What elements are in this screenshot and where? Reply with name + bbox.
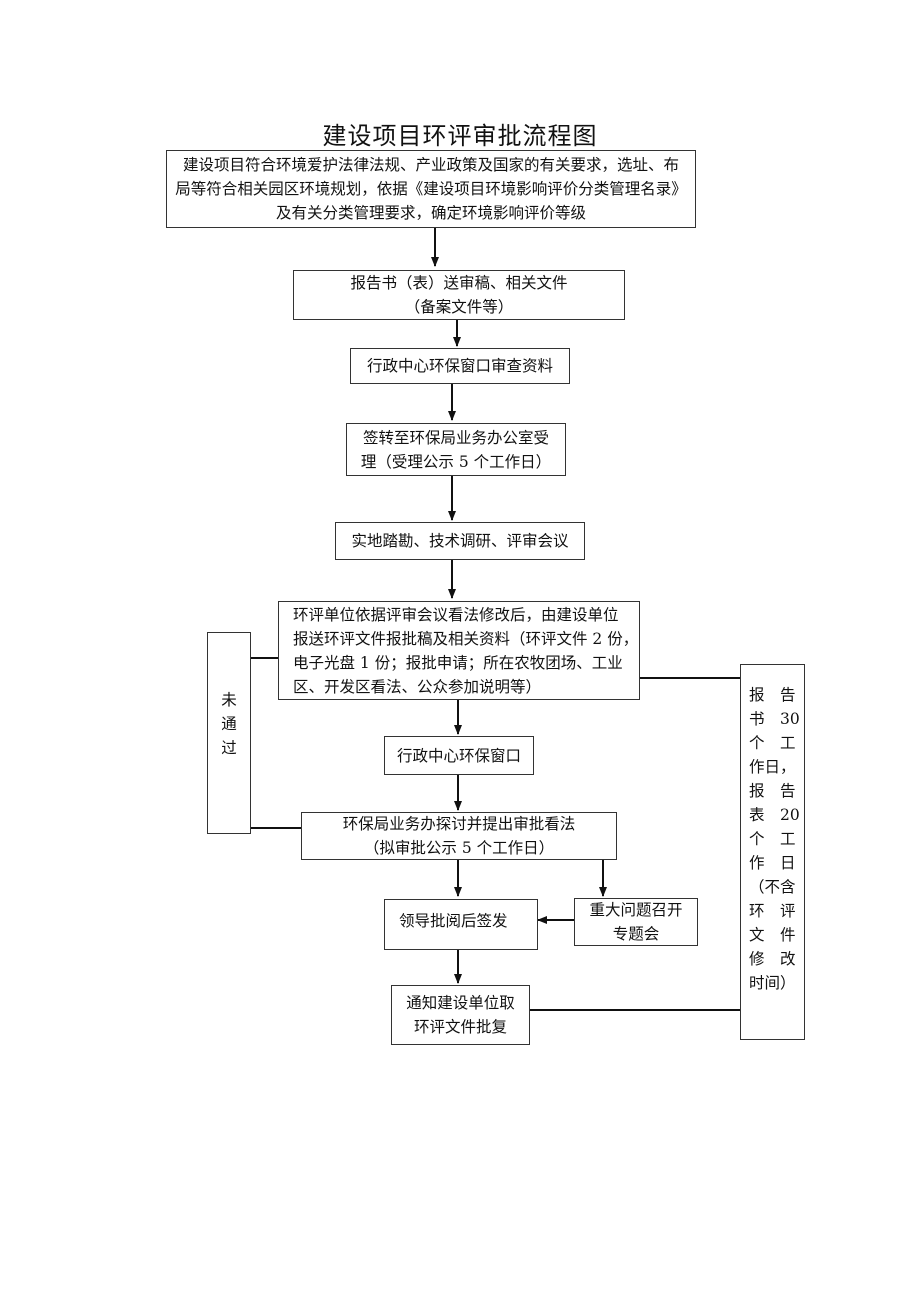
page-title: 建设项目环评审批流程图 xyxy=(322,122,598,150)
time-limit-char: 20 xyxy=(780,806,800,824)
time-limit-char: 作日， xyxy=(749,758,796,776)
time-limit-char: 环 xyxy=(749,902,765,920)
time-limit-char: 报 xyxy=(749,782,765,800)
time-limit-char: 改 xyxy=(780,950,796,968)
step-special-meeting: 重大问题召开 专题会 xyxy=(574,898,698,946)
time-limit-char: 报 xyxy=(749,686,765,704)
step-text: 重大问题召开 xyxy=(589,901,683,919)
step-window-review: 行政中心环保窗口审查资料 xyxy=(350,348,570,384)
step-accept: 签转至环保局业务办公室受 理（受理公示 5 个工作日） xyxy=(346,423,566,476)
step-window: 行政中心环保窗口 xyxy=(384,736,534,775)
step-text: 环评文件批复 xyxy=(413,1018,507,1036)
time-limit-note xyxy=(740,664,805,1040)
rejected-char: 过 xyxy=(221,739,237,757)
step-submit-draft: 报告书（表）送审稿、相关文件 （备案文件等） xyxy=(293,270,625,320)
step-text: 报告书（表）送审稿、相关文件 xyxy=(350,274,568,292)
time-limit-char: 含 xyxy=(780,878,796,896)
step-text: 通知建设单位取 xyxy=(406,994,515,1012)
step-bureau-opinion: 环保局业务办探讨并提出审批看法 （拟审批公示 5 个工作日） xyxy=(301,812,617,860)
step-text: 环保局业务办探讨并提出审批看法 xyxy=(342,815,576,833)
step-text: 报送环评文件报批稿及相关资料（环评文件 2 份， xyxy=(293,629,639,648)
time-limit-char: 告 xyxy=(780,686,796,704)
rejected-note: 未 通 过 xyxy=(207,632,251,834)
time-limit-char: 告 xyxy=(780,782,796,800)
step-revise-submit: 环评单位依据评审会议看法修改后，由建设单位 报送环评文件报批稿及相关资料（环评文… xyxy=(278,601,640,700)
step-text: 签转至环保局业务办公室受 xyxy=(362,428,549,447)
step-text: 专题会 xyxy=(612,925,660,943)
time-limit-char: 工 xyxy=(780,830,796,848)
time-limit-char: 修 xyxy=(749,950,765,968)
step-text: 行政中心环保窗口 xyxy=(396,746,521,765)
time-limit-char: 个 xyxy=(749,830,765,848)
step-text: 建设项目符合环境爱护法律法规、产业政策及国家的有关要求，选址、布 xyxy=(182,156,679,174)
time-limit-char: 日 xyxy=(780,854,796,872)
step-text: 电子光盘 1 份；报批申请；所在农牧团场、工业 xyxy=(293,653,623,672)
step-notify-approval: 通知建设单位取 环评文件批复 xyxy=(391,985,530,1045)
time-limit-char: 时间） xyxy=(749,974,796,992)
time-limit-col-2: 告 30 工 告 20 工 日 含 评 件 改 xyxy=(780,683,800,971)
time-limit-char: 表 xyxy=(749,806,765,824)
time-limit-char: 件 xyxy=(780,926,796,944)
time-limit-char: 工 xyxy=(780,734,796,752)
step-text: 行政中心环保窗口审查资料 xyxy=(366,357,553,375)
step-site-survey: 实地踏勘、技术调研、评审会议 xyxy=(335,522,585,560)
time-limit-char: 书 xyxy=(749,710,765,728)
time-limit-char: （不 xyxy=(749,878,781,896)
rejected-char: 通 xyxy=(221,715,237,733)
step-text: （拟审批公示 5 个工作日） xyxy=(363,839,555,857)
time-limit-char xyxy=(780,755,800,779)
step-text: （备案文件等） xyxy=(404,298,514,316)
step-text: 及有关分类管理要求，确定环境影响评价等级 xyxy=(275,204,586,222)
time-limit-char: 30 xyxy=(780,710,800,728)
step-text: 区、开发区看法、公众参加说明等） xyxy=(293,677,542,696)
step-text: 局等符合相关园区环境规划，依据《建设项目环境影响评价分类管理名录》 xyxy=(175,180,687,198)
step-leader-sign: 领导批阅后签发 xyxy=(384,899,538,950)
step-text: 理（受理公示 5 个工作日） xyxy=(360,452,552,471)
step-classify-eia: 建设项目符合环境爱护法律法规、产业政策及国家的有关要求，选址、布 局等符合相关园… xyxy=(166,150,696,228)
step-text: 环评单位依据评审会议看法修改后，由建设单位 xyxy=(293,605,619,624)
time-limit-col-1: 报 书 个 作日， 报 表 个 作 （不 环 文 修 时间） xyxy=(749,683,796,995)
rejected-char: 未 xyxy=(221,691,237,709)
step-text: 领导批阅后签发 xyxy=(399,912,508,930)
time-limit-char: 评 xyxy=(780,902,796,920)
time-limit-char: 个 xyxy=(749,734,765,752)
time-limit-char: 作 xyxy=(749,854,765,872)
time-limit-char: 文 xyxy=(749,926,765,944)
step-text: 实地踏勘、技术调研、评审会议 xyxy=(351,532,569,550)
